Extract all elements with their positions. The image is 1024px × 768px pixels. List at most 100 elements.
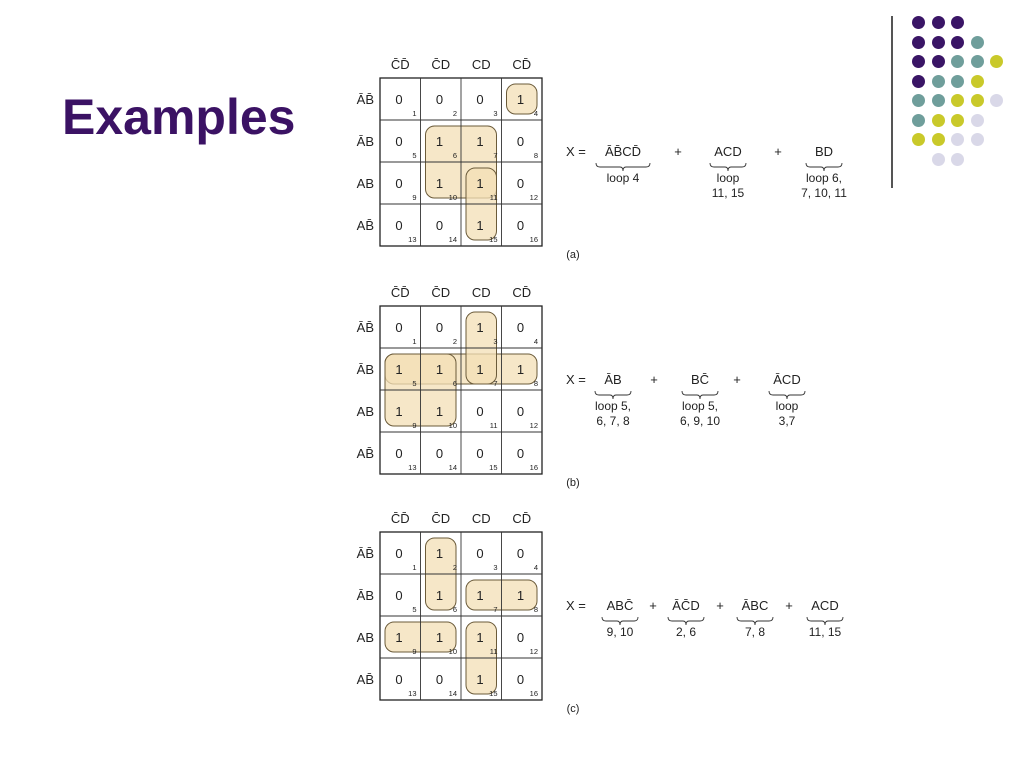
cell-number: 12 — [530, 193, 538, 202]
cell-number: 13 — [408, 463, 416, 472]
plus-sign: + — [733, 372, 741, 387]
column-header: C̄D — [431, 285, 450, 300]
cell-value: 1 — [476, 176, 483, 191]
decor-dot — [931, 152, 945, 166]
cell-number: 4 — [534, 337, 538, 346]
column-header: C̄D̄ — [391, 511, 410, 526]
figure-label: (c) — [567, 703, 580, 715]
cell-number: 8 — [534, 605, 538, 614]
term-note: 11, 15 — [712, 186, 745, 200]
cell-value: 0 — [476, 404, 483, 419]
row-header: AB̄ — [357, 672, 374, 687]
cell-value: 1 — [476, 134, 483, 149]
plus-sign: + — [716, 598, 724, 613]
cell-value: 1 — [436, 630, 443, 645]
column-header: CD̄ — [512, 285, 531, 300]
plus-sign: + — [674, 144, 682, 159]
cell-number: 2 — [453, 109, 457, 118]
cell-number: 8 — [534, 379, 538, 388]
cell-number: 8 — [534, 151, 538, 160]
cell-value: 0 — [517, 546, 524, 561]
cell-value: 0 — [517, 630, 524, 645]
cell-number: 11 — [490, 193, 498, 202]
cell-number: 1 — [412, 563, 416, 572]
row-header: ĀB̄ — [357, 546, 374, 561]
cell-value: 1 — [436, 404, 443, 419]
equation-term: ĀCD — [773, 372, 800, 387]
column-header: C̄D̄ — [391, 285, 410, 300]
term-note: loop 5, — [682, 399, 718, 413]
cell-number: 10 — [449, 193, 457, 202]
cell-value: 1 — [395, 630, 402, 645]
term-note: 6, 7, 8 — [596, 414, 630, 428]
cell-value: 0 — [395, 218, 402, 233]
equation-lhs: X = — [566, 372, 586, 387]
decor-dot — [970, 113, 984, 127]
divider-line — [891, 16, 893, 188]
cell-value: 0 — [476, 546, 483, 561]
column-header: CD — [472, 511, 491, 526]
row-header: AB — [357, 176, 374, 191]
cell-number: 6 — [453, 605, 457, 614]
term-note: 6, 9, 10 — [680, 414, 720, 428]
cell-number: 2 — [453, 337, 457, 346]
equation-term: BC̄ — [691, 372, 709, 387]
cell-value: 1 — [395, 404, 402, 419]
cell-value: 0 — [395, 588, 402, 603]
figure-label: (b) — [566, 477, 579, 489]
row-header: ĀB̄ — [357, 92, 374, 107]
underbrace — [806, 616, 844, 626]
cell-number: 12 — [530, 421, 538, 430]
underbrace — [805, 162, 843, 172]
underbrace — [681, 390, 719, 400]
decor-dot — [951, 94, 964, 107]
cell-number: 4 — [534, 563, 538, 572]
cell-number: 7 — [493, 605, 497, 614]
equation-lhs: X = — [566, 598, 586, 613]
cell-value: 1 — [476, 218, 483, 233]
column-header: CD — [472, 57, 491, 72]
cell-value: 0 — [476, 446, 483, 461]
equation-term: ACD — [811, 598, 838, 613]
decor-dot — [912, 94, 925, 107]
plus-sign: + — [785, 598, 793, 613]
row-header: ĀB — [357, 134, 374, 149]
decor-dot — [990, 55, 1003, 68]
term-note: loop 5, — [595, 399, 631, 413]
cell-value: 1 — [476, 362, 483, 377]
plus-sign: + — [650, 372, 658, 387]
underbrace — [736, 616, 774, 626]
equation-term: ĀB̄CD̄ — [605, 144, 641, 159]
cell-value: 0 — [436, 218, 443, 233]
cell-value: 1 — [476, 320, 483, 335]
cell-number: 3 — [493, 109, 497, 118]
decor-dot — [931, 55, 945, 68]
cell-value: 1 — [476, 588, 483, 603]
cell-value: 0 — [517, 320, 524, 335]
decor-dot — [912, 74, 925, 88]
underbrace — [601, 616, 639, 626]
cell-number: 13 — [408, 689, 416, 698]
decor-dot — [951, 55, 964, 68]
cell-value: 0 — [436, 320, 443, 335]
cell-value: 0 — [517, 672, 524, 687]
cell-value: 1 — [517, 362, 524, 377]
column-header: CD̄ — [512, 511, 531, 526]
cell-number: 11 — [490, 421, 498, 430]
underbrace — [594, 390, 632, 400]
equation-term: ĀC̄D — [672, 598, 699, 613]
decor-dot — [931, 74, 945, 88]
cell-number: 4 — [534, 109, 538, 118]
cell-value: 0 — [517, 446, 524, 461]
cell-value: 0 — [395, 672, 402, 687]
cell-number: 10 — [449, 421, 457, 430]
decor-dot — [951, 133, 964, 146]
underbrace — [709, 162, 747, 172]
decor-dot — [931, 113, 945, 127]
cell-number: 14 — [449, 463, 457, 472]
cell-value: 1 — [395, 362, 402, 377]
decor-dot — [951, 16, 964, 29]
cell-value: 0 — [395, 446, 402, 461]
